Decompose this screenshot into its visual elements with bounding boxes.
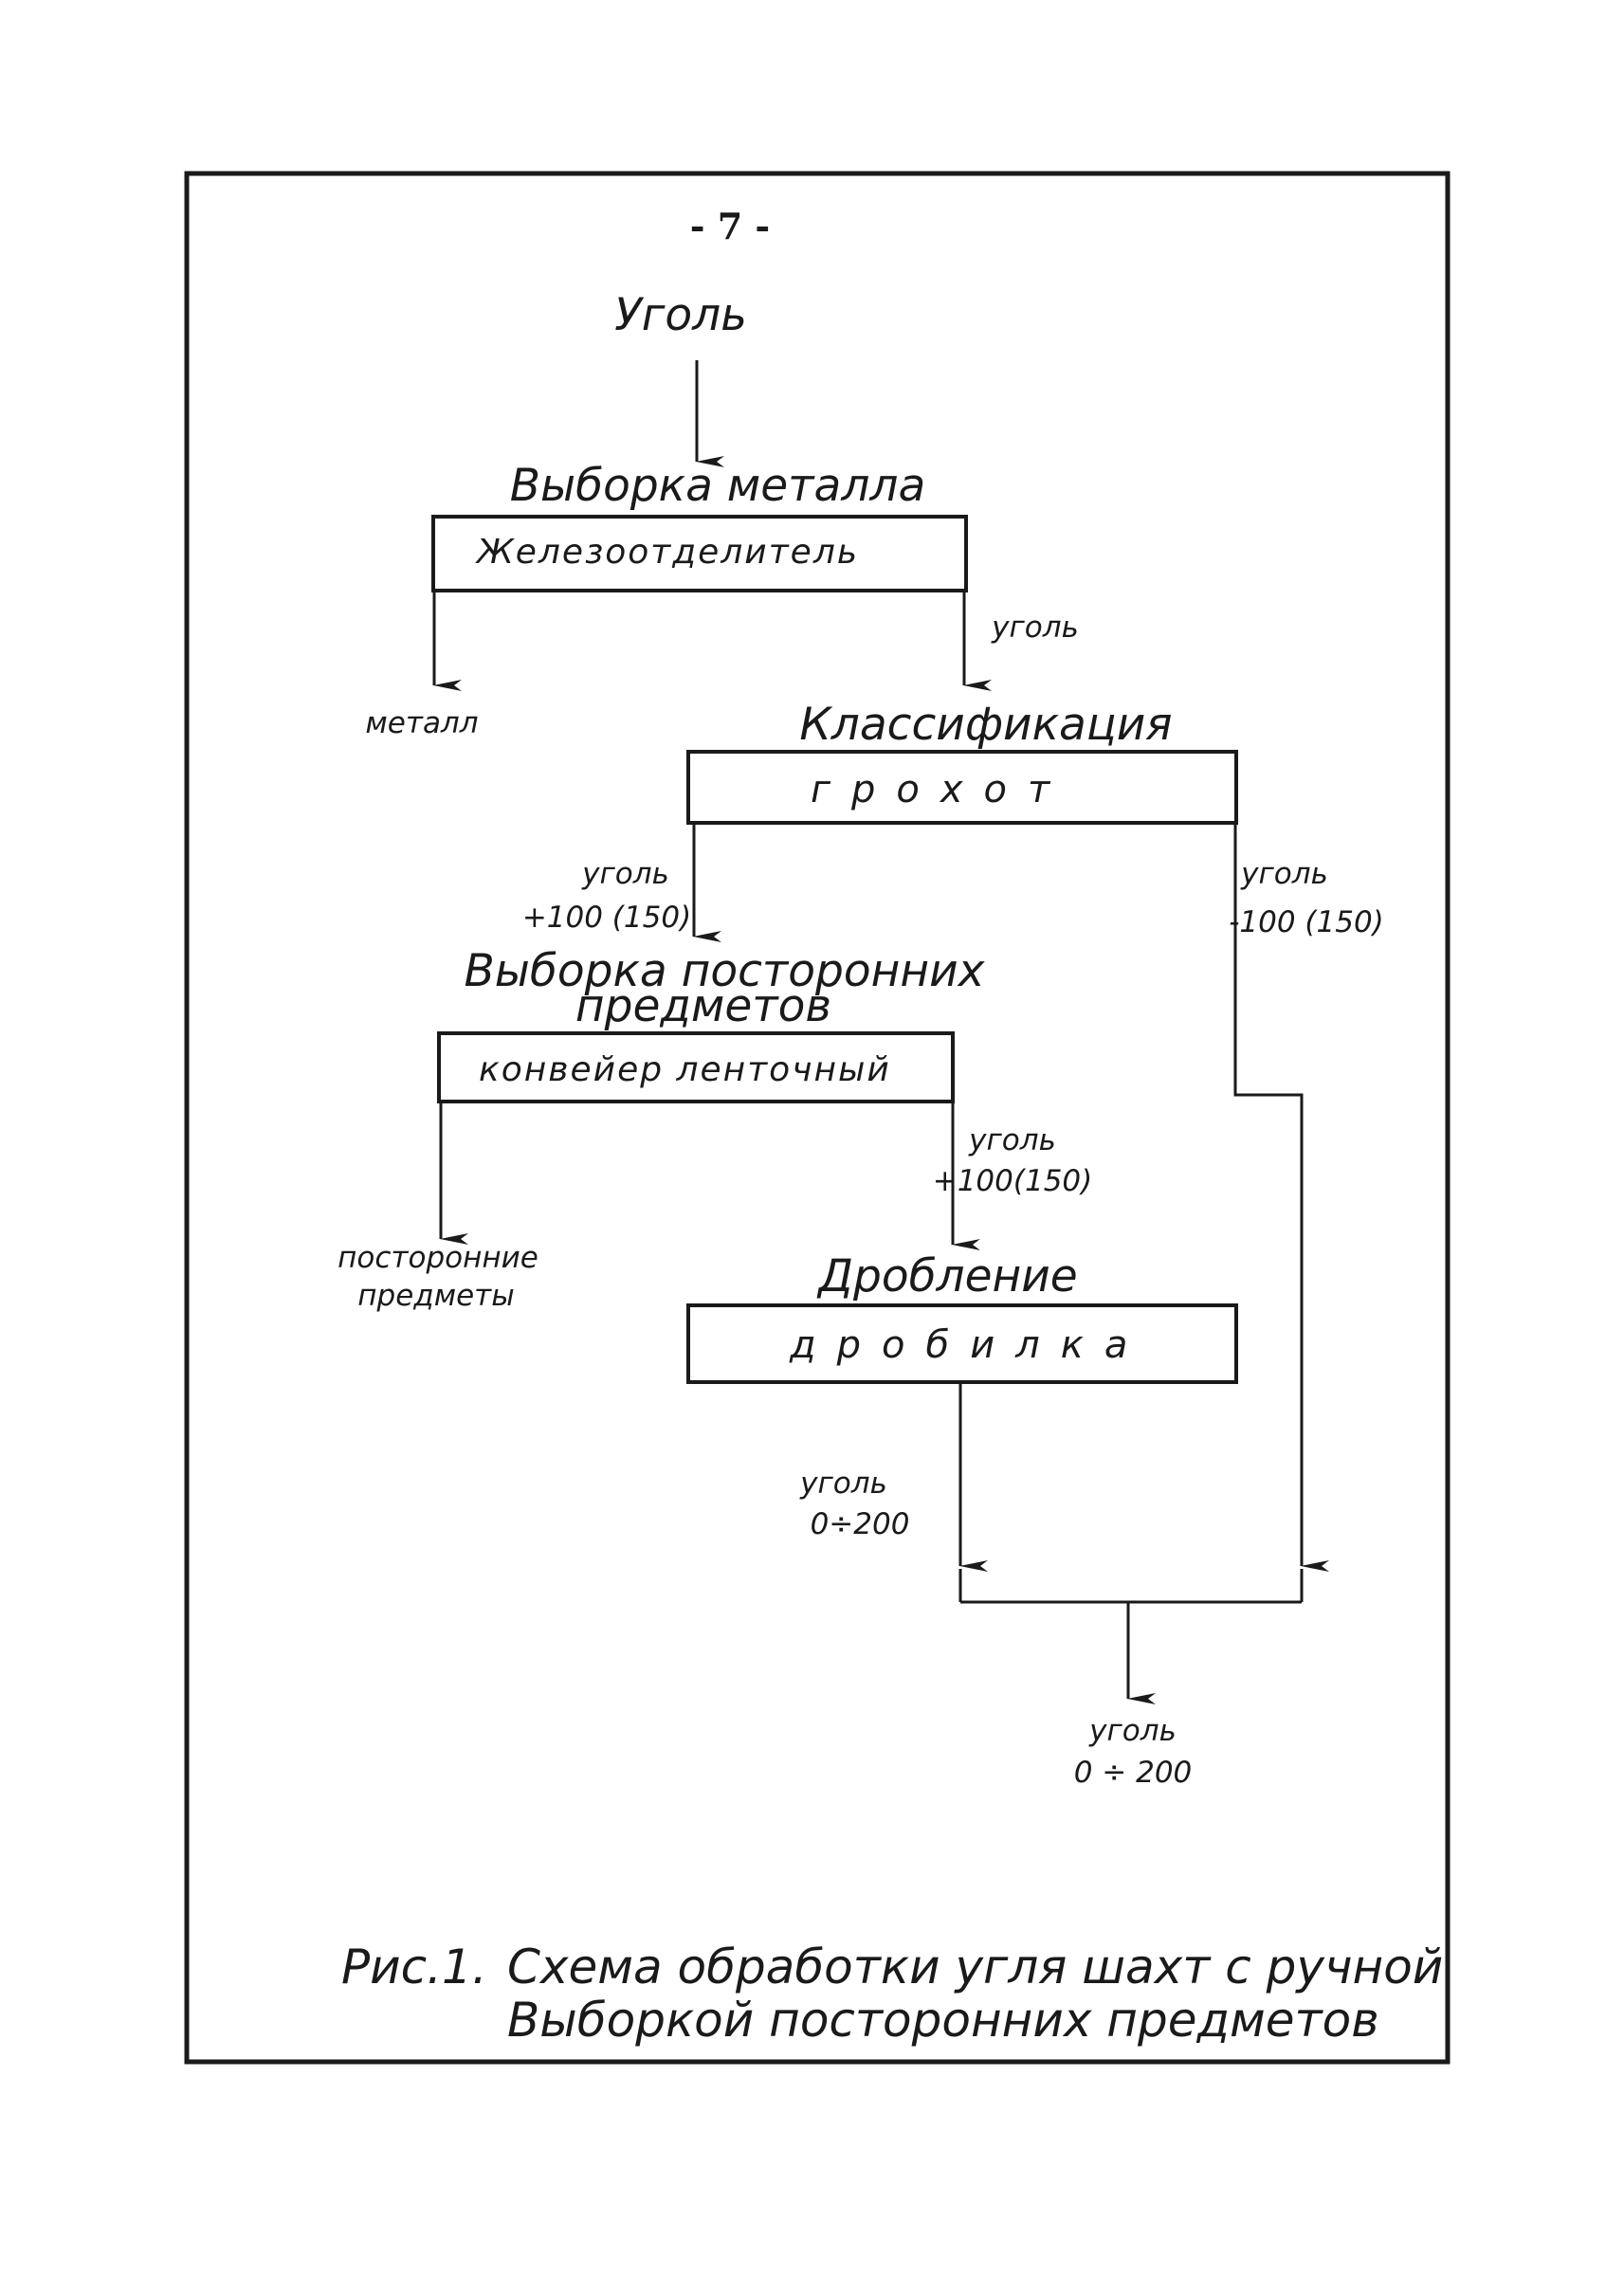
stage3-out-left-2: предметы: [357, 1279, 514, 1313]
stage3-device: конвейер ленточный: [479, 1050, 891, 1089]
stage4-out-1: уголь: [799, 1466, 887, 1501]
caption-line-2: Выборкой посторонних предметов: [507, 1993, 1379, 2048]
stage3-box: [437, 1031, 955, 1103]
final-out-2: 0 ÷ 200: [1074, 1756, 1193, 1790]
bypass-line: [1233, 823, 1329, 1572]
stage1-title: Выборка металла: [510, 460, 926, 512]
page-number: - 7 -: [690, 205, 770, 247]
caption-line-1: Схема обработки угля шахт с ручной: [507, 1940, 1443, 1994]
stage3-title-1: Выборка посторонних: [465, 945, 986, 997]
stage1-out-left: металл: [365, 706, 478, 740]
stage3-out-left-1: посторонние: [338, 1241, 538, 1275]
stage4-title: Дробление: [816, 1250, 1077, 1302]
stage2-out-left-2: +100 (150): [522, 901, 691, 935]
stage3-out-right-1: уголь: [968, 1123, 1056, 1157]
stage4-device: дробилка: [789, 1323, 1148, 1367]
final-out-1: уголь: [1088, 1714, 1177, 1748]
stage1-box: [431, 515, 968, 592]
stage2-box: [686, 750, 1238, 825]
page-frame: [184, 171, 1451, 2065]
stage2-out-left-1: уголь: [581, 857, 669, 891]
stage4-out-2: 0÷200: [811, 1507, 910, 1541]
stage2-out-right-2: -100 (150): [1229, 905, 1384, 939]
stage1-out-right: уголь: [991, 610, 1079, 645]
input-label: Уголь: [614, 289, 747, 341]
stage2-device: грохот: [811, 768, 1070, 811]
caption-label: Рис.1.: [341, 1940, 487, 1994]
stage2-out-right-1: уголь: [1240, 857, 1328, 891]
stage4-box: [686, 1303, 1238, 1384]
stage1-device: Железоотделитель: [475, 533, 859, 572]
stage3-title-2: предметов: [575, 980, 831, 1032]
stage2-title: Классификация: [799, 699, 1172, 751]
stage3-out-right-2: +100(150): [933, 1164, 1093, 1198]
